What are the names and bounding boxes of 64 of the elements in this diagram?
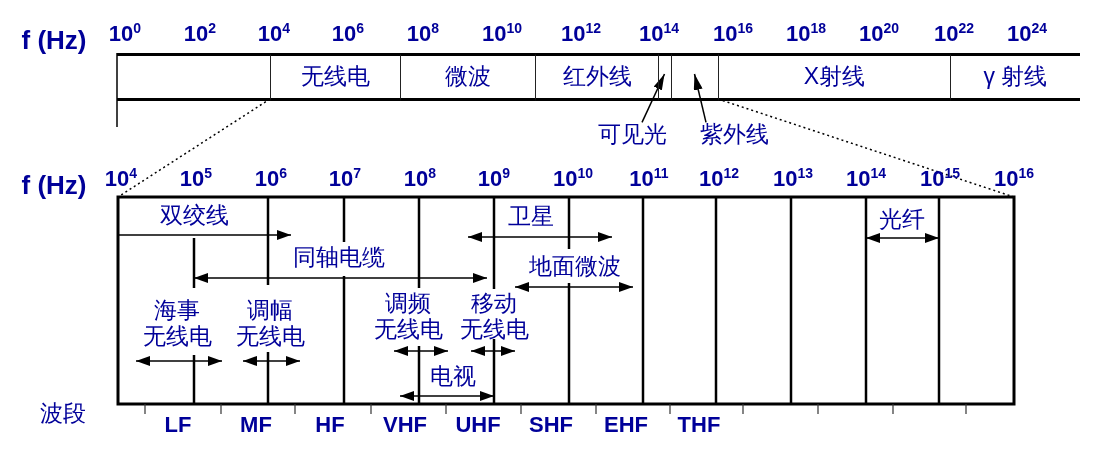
frequency-tick-label: 10$^{18}$ xyxy=(785,21,827,47)
frequency-tick-label: 10$^{4}$ xyxy=(257,21,291,47)
callout-text: 紫外线 xyxy=(699,122,769,148)
spectrum-segment xyxy=(117,53,270,101)
range-label: 电视 xyxy=(430,364,476,390)
range-label: 卫星 xyxy=(508,204,554,230)
leader-arrow xyxy=(641,73,666,124)
axis-title: f (Hz) xyxy=(21,170,87,200)
frequency-tick-label: 10$^{15}$ xyxy=(919,166,961,192)
band-name-label: LF xyxy=(164,412,192,438)
range-label: 双绞线 xyxy=(159,203,229,229)
frequency-tick-label: 10$^{13}$ xyxy=(772,166,814,192)
frequency-tick-label: 10$^{6}$ xyxy=(331,21,365,47)
frequency-tick-label: 10$^{9}$ xyxy=(477,166,511,192)
spectrum-segment xyxy=(400,53,535,101)
band-name-label: SHF xyxy=(529,412,573,438)
spectrum-segment xyxy=(718,53,950,101)
frequency-tick-label: 10$^{8}$ xyxy=(403,166,437,192)
band-name-label: THF xyxy=(677,412,721,438)
frequency-tick-label: 10$^{2}$ xyxy=(183,21,217,47)
range-label: 光纤 xyxy=(879,207,925,233)
frequency-tick-label: 10$^{12}$ xyxy=(560,21,602,47)
callout-text: 可见光 xyxy=(597,122,667,148)
spectrum-segment xyxy=(270,53,400,101)
frequency-tick-label: 10$^{12}$ xyxy=(698,166,740,192)
frequency-tick-label: 10$^{6}$ xyxy=(254,166,288,192)
frequency-tick-label: 10$^{10}$ xyxy=(481,21,523,47)
band-name-label: MF xyxy=(240,412,272,438)
frequency-tick-label: 10$^{16}$ xyxy=(712,21,754,47)
axis-title: f (Hz) xyxy=(21,25,87,55)
band-name-label: EHF xyxy=(604,412,648,438)
segment-label: γ 射线 xyxy=(983,64,1048,90)
frequency-tick-label: 10$^{11}$ xyxy=(629,166,669,192)
range-label: 同轴电缆 xyxy=(293,245,385,271)
frequency-tick-label: 10$^{20}$ xyxy=(858,21,900,47)
band-row-title: 波段 xyxy=(40,401,86,427)
segment-label: 无线电 xyxy=(301,64,370,90)
band-name-label: HF xyxy=(315,412,345,438)
frequency-tick-label: 10$^{5}$ xyxy=(179,166,213,192)
frequency-tick-label: 10$^{24}$ xyxy=(1006,21,1048,47)
frequency-tick-label: 10$^{7}$ xyxy=(328,166,362,192)
band-name-label: UHF xyxy=(455,412,501,438)
leader-arrow xyxy=(693,73,707,124)
range-label: 调幅无线电 xyxy=(235,297,305,349)
segment-label: 红外线 xyxy=(562,64,632,90)
range-label: 移动无线电 xyxy=(459,290,529,342)
frequency-tick-label: 10$^{14}$ xyxy=(638,21,680,47)
frequency-tick-label: 10$^{16}$ xyxy=(993,166,1035,192)
range-label: 调频无线电 xyxy=(373,290,443,342)
segment-label: 微波 xyxy=(445,64,491,90)
frequency-tick-label: 10$^{14}$ xyxy=(845,166,887,192)
range-label: 海事无线电 xyxy=(142,297,212,349)
spectrum-segment xyxy=(658,53,671,101)
frequency-tick-label: 10$^{10}$ xyxy=(552,166,594,192)
frequency-tick-label: 10$^{4}$ xyxy=(104,166,138,192)
frequency-tick-label: 10$^{22}$ xyxy=(933,21,975,47)
range-label: 地面微波 xyxy=(529,254,621,280)
spectrum-segment xyxy=(671,53,718,101)
spectrum-segment xyxy=(535,53,658,101)
segment-label: X射线 xyxy=(803,64,866,90)
frequency-tick-label: 10$^{0}$ xyxy=(108,21,142,47)
spectrum-segment xyxy=(950,53,1080,101)
frequency-tick-label: 10$^{8}$ xyxy=(406,21,440,47)
band-name-label: VHF xyxy=(383,412,427,438)
